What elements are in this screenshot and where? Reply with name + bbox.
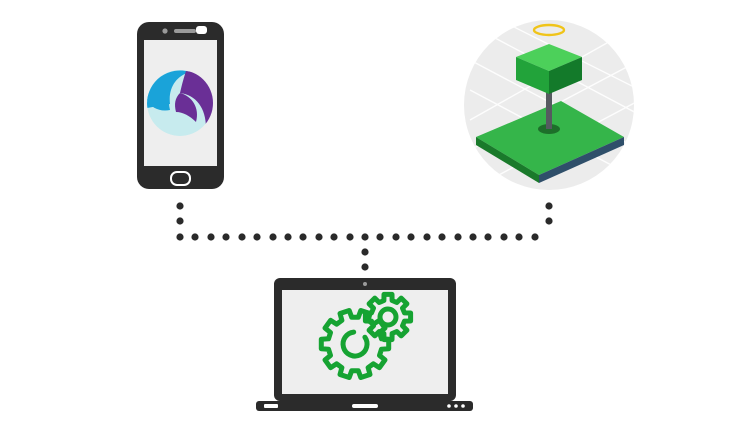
platform-top bbox=[476, 101, 624, 175]
platform-left-side bbox=[476, 137, 539, 183]
connector-dot bbox=[269, 233, 277, 241]
connector-dot bbox=[376, 233, 384, 241]
connector-dot bbox=[545, 217, 553, 225]
smartphone-icon bbox=[137, 22, 224, 189]
platform-right-side bbox=[539, 137, 624, 183]
connector-dot bbox=[284, 233, 292, 241]
small-gear-icon bbox=[362, 291, 414, 343]
laptop-indicator-3 bbox=[461, 404, 465, 408]
gears-icon bbox=[318, 291, 414, 380]
connector-dot bbox=[238, 233, 246, 241]
connector-dot bbox=[176, 217, 184, 225]
laptop-indicator-2 bbox=[454, 404, 458, 408]
connector-dot bbox=[330, 233, 338, 241]
connector-dot bbox=[253, 233, 261, 241]
connector-dot bbox=[454, 233, 462, 241]
connector-dot bbox=[176, 233, 184, 241]
laptop-camera bbox=[363, 282, 367, 286]
connector-dot bbox=[545, 202, 553, 210]
connector-dot bbox=[191, 233, 199, 241]
phone-home-button bbox=[170, 171, 191, 186]
connector-dot bbox=[207, 233, 215, 241]
connector-dot bbox=[361, 263, 369, 271]
laptop-icon bbox=[256, 278, 473, 411]
laptop-trackpad-notch bbox=[352, 404, 378, 408]
connector-dot bbox=[361, 248, 369, 256]
halo-ring bbox=[532, 23, 566, 37]
cube-right bbox=[549, 57, 582, 94]
connector-dot bbox=[222, 233, 230, 241]
connector-dot bbox=[438, 233, 446, 241]
gear-outline bbox=[362, 291, 414, 343]
gear-hub bbox=[377, 306, 399, 328]
cube-left bbox=[516, 57, 549, 94]
swirl-logo-icon bbox=[147, 70, 213, 136]
laptop-left-notch bbox=[264, 404, 278, 408]
connector-dot bbox=[315, 233, 323, 241]
connector-dot bbox=[423, 233, 431, 241]
connector-dot bbox=[531, 233, 539, 241]
pole bbox=[546, 86, 552, 129]
connector-dot bbox=[361, 233, 369, 241]
connector-dot bbox=[469, 233, 477, 241]
connector-dot bbox=[346, 233, 354, 241]
phone-sensor bbox=[196, 26, 207, 34]
connector-dot bbox=[176, 202, 184, 210]
phone-camera bbox=[162, 28, 168, 34]
3d-scene-icon bbox=[464, 20, 634, 190]
cube-top bbox=[516, 44, 582, 71]
dotted-connectors bbox=[176, 202, 553, 271]
phone-speaker bbox=[174, 29, 196, 33]
connector-dot bbox=[484, 233, 492, 241]
gear-hub bbox=[340, 329, 370, 359]
connector-dot bbox=[299, 233, 307, 241]
connector-dot bbox=[407, 233, 415, 241]
connector-dot bbox=[500, 233, 508, 241]
connector-dot bbox=[392, 233, 400, 241]
connector-dot bbox=[515, 233, 523, 241]
laptop-indicator-1 bbox=[447, 404, 451, 408]
